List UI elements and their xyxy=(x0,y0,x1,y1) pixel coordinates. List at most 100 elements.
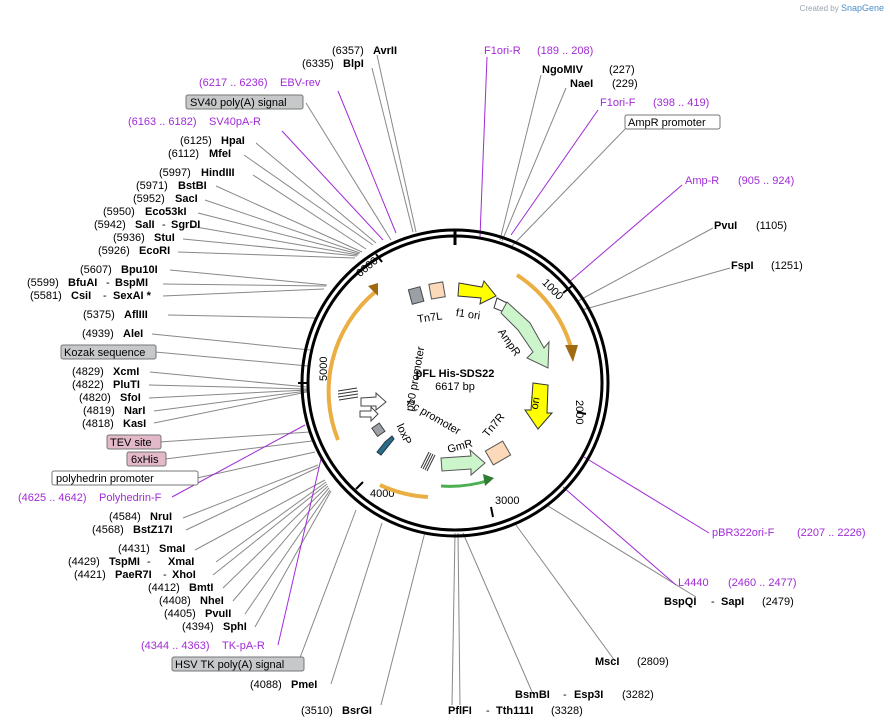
hindiii-pos: (5997) xyxy=(159,167,191,179)
p10-white-arrow-1 xyxy=(360,391,387,412)
csii-name: CsiI xyxy=(71,290,91,302)
f1ori-r-range: (189 .. 208) xyxy=(537,45,593,57)
label-tn7l: Tn7L xyxy=(417,310,444,325)
sphi-pos: (4394) xyxy=(182,621,214,633)
feature-shapes xyxy=(337,279,554,477)
p10-white-arrow-2 xyxy=(359,405,379,423)
eco53ki-pos: (5950) xyxy=(103,206,135,218)
tkpa-r-range: (4344 .. 4363) xyxy=(141,640,210,652)
pflfi-sep: - xyxy=(486,705,490,717)
bfuai-pos: (5599) xyxy=(27,277,59,289)
polyhedrin-f-name: Polyhedrin-F xyxy=(99,492,162,504)
bpu10i-pos: (5607) xyxy=(80,264,112,276)
bstz17i-pos: (4568) xyxy=(92,524,124,536)
ruler-ticks xyxy=(298,253,587,518)
sgrdi-name: SgrDI xyxy=(171,219,200,231)
polyhedrin-hatch xyxy=(337,387,436,472)
sv40pa-r-name: SV40pA-R xyxy=(209,116,261,128)
sphi-name: SphI xyxy=(223,621,247,633)
bstbi-name: BstBI xyxy=(178,180,207,192)
bmti-pos: (4412) xyxy=(148,582,180,594)
tev-label: TEV site xyxy=(110,437,152,449)
mfei-name: MfeI xyxy=(209,148,231,160)
msci-pos: (2809) xyxy=(637,656,669,668)
xcmi-name: XcmI xyxy=(113,366,139,378)
bsmbi-pos: (3282) xyxy=(622,689,654,701)
ngomiv-name: NgoMIV xyxy=(542,64,584,76)
avrii-pos: (6357) xyxy=(332,45,364,57)
f1ori-arrow xyxy=(457,279,497,305)
pbr322ori-f-name: pBR322ori-F xyxy=(712,527,775,539)
kasi-name: KasI xyxy=(123,418,146,430)
xhoi-name: XhoI xyxy=(172,569,196,581)
label-gmr: GmR xyxy=(446,438,474,456)
afliii-name: AflIII xyxy=(124,309,148,321)
l4440-name: L4440 xyxy=(678,577,709,589)
polyhedrin-promoter-box xyxy=(51,470,199,486)
bstbi-pos: (5971) xyxy=(136,180,168,192)
pmei-pos: (4088) xyxy=(250,679,282,691)
ebv-rev-name: EBV-rev xyxy=(280,77,321,89)
label-loxp: loxP xyxy=(394,422,414,446)
kasi-pos: (4818) xyxy=(82,418,114,430)
f1ori-f-range: (398 .. 419) xyxy=(653,97,709,109)
tspmi-name: TspMI xyxy=(109,556,140,568)
alei-name: AleI xyxy=(123,328,143,340)
paer7i-name: PaeR7I xyxy=(115,569,152,581)
ampr-promoter-label: AmpR promoter xyxy=(628,117,706,129)
tn7l-block-gray xyxy=(407,286,425,305)
bpu10i-name: Bpu10I xyxy=(121,264,158,276)
pvui-name: PvuI xyxy=(714,220,737,232)
left-labels: (6357) AvrII (6335) BlpI (6217 .. 6236) … xyxy=(18,45,397,717)
sali-pos: (5942) xyxy=(94,219,126,231)
smai-name: SmaI xyxy=(159,543,185,555)
tkpa-r-name: TK-pA-R xyxy=(222,640,265,652)
gray-block-small xyxy=(371,422,386,438)
orf-arcs xyxy=(326,273,578,499)
right-labels: F1ori-R (189 .. 208) NgoMIV (227) NaeI (… xyxy=(448,45,866,717)
sv40-polya-box xyxy=(185,94,304,110)
f1ori-r-name: F1ori-R xyxy=(484,45,521,57)
f1ori-f-name: F1ori-F xyxy=(600,97,636,109)
nhei-pos: (4408) xyxy=(159,595,191,607)
nari-name: NarI xyxy=(124,405,145,417)
fspi-name: FspI xyxy=(731,260,754,272)
blpi-name: BlpI xyxy=(343,58,364,70)
ngomiv-pos: (227) xyxy=(609,64,635,76)
label-tn7r: Tn7R xyxy=(481,411,508,439)
afliii-pos: (5375) xyxy=(83,309,115,321)
ampr-promoter-box xyxy=(624,114,721,130)
l4440-range: (2460 .. 2477) xyxy=(728,577,797,589)
tn7r-block xyxy=(484,440,512,466)
saci-name: SacI xyxy=(175,193,198,205)
bstz17i-name: BstZ17I xyxy=(133,524,173,536)
credit-brand: SnapGene xyxy=(840,3,884,13)
kozak-label: Kozak sequence xyxy=(64,347,145,359)
smai-pos: (4431) xyxy=(118,543,150,555)
pflfi-pos: (3328) xyxy=(551,705,583,717)
nrui-name: NruI xyxy=(150,511,172,523)
hindiii-name: HindIII xyxy=(201,167,235,179)
plasmid-size: 6617 bp xyxy=(435,381,475,393)
pvui-pos: (1105) xyxy=(756,220,787,232)
bmti-name: BmtI xyxy=(189,582,213,594)
kozak-box xyxy=(60,344,157,360)
polyhedrin-f-range: (4625 .. 4642) xyxy=(18,492,87,504)
pvuii-name: PvuII xyxy=(205,608,231,620)
amp-r-name: Amp-R xyxy=(685,175,719,187)
leader-lines xyxy=(148,54,731,706)
paer7i-pos: (4421) xyxy=(74,569,106,581)
sv40-polya-label: SV40 poly(A) signal xyxy=(190,97,287,109)
alei-pos: (4939) xyxy=(82,328,114,340)
tick-label-5000: 5000 xyxy=(318,357,330,381)
bsrgi-pos: (3510) xyxy=(301,705,333,717)
hpai-name: HpaI xyxy=(221,135,245,147)
tick-label-4000: 4000 xyxy=(370,488,394,500)
esp3i-name: Esp3I xyxy=(574,689,603,701)
sapi-name: SapI xyxy=(721,596,744,608)
gmr-arrow xyxy=(440,448,486,477)
saci-pos: (5952) xyxy=(133,193,165,205)
sali-sep: - xyxy=(162,219,166,231)
bsmbi-sep: - xyxy=(563,689,567,701)
